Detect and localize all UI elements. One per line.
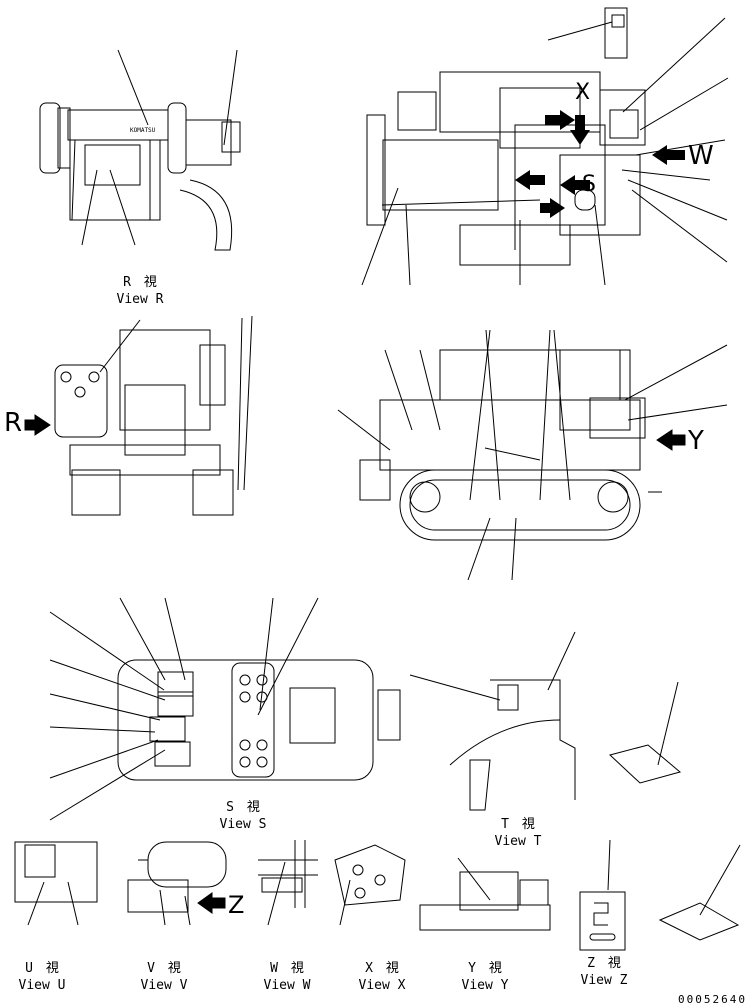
z-arrow-label: Z: [228, 891, 245, 919]
s-arrow-label: S: [582, 172, 596, 197]
view-u-subtitle: View U: [18, 978, 66, 993]
view-r-title: R 視: [123, 275, 157, 290]
view-w-title: W 視: [270, 961, 304, 976]
view-x-subtitle: View X: [358, 978, 406, 993]
view-y-drawing: [419, 857, 551, 931]
view-t-drawing: [409, 631, 682, 811]
y-arrow-label: Y: [688, 426, 704, 456]
view-y-title: Y 視: [468, 961, 502, 976]
top-view-drawing: [366, 7, 646, 266]
view-x-drawing: [334, 844, 406, 926]
view-t-title: T 視: [501, 817, 535, 832]
view-w-drawing: [258, 840, 318, 926]
view-z-title: Z 視: [587, 956, 621, 971]
view-v-subtitle: View V: [140, 978, 188, 993]
view-y-subtitle: View Y: [461, 978, 509, 993]
top-view-leaders: [361, 17, 729, 286]
view-x-title: X 視: [365, 961, 399, 976]
view-u-drawing: [14, 841, 98, 926]
view-r-drawing: KOMATSU: [39, 49, 241, 251]
z-view-arrow: [197, 892, 226, 914]
drawing-number: 00052640: [678, 993, 747, 1006]
top-view-arrows: [515, 110, 685, 218]
view-z-subtitle: View Z: [580, 973, 628, 988]
y-view-arrow: [656, 429, 686, 451]
side-view-left-drawing: [54, 315, 253, 516]
view-w-subtitle: View W: [263, 978, 311, 993]
svg-text:KOMATSU: KOMATSU: [130, 127, 156, 134]
view-s-title: S 視: [226, 800, 260, 815]
view-v-drawing: [127, 841, 227, 926]
view-t-subtitle: View T: [494, 834, 542, 849]
view-v-title: V 視: [147, 961, 181, 976]
x-arrow-label: X: [575, 80, 591, 105]
w-arrow-label: W: [688, 141, 714, 171]
view-decal-drawing: [658, 844, 741, 941]
view-s-subtitle: View S: [219, 817, 267, 832]
view-s-drawing: [49, 597, 401, 821]
side-view-right-leaders: [337, 344, 728, 581]
r-arrow-label: R: [4, 408, 23, 438]
r-view-arrow: [24, 414, 51, 436]
view-z-drawing: [579, 839, 626, 951]
view-r-subtitle: View R: [116, 292, 164, 307]
view-u-title: U 視: [25, 961, 59, 976]
side-view-right-drawing: [359, 329, 662, 541]
